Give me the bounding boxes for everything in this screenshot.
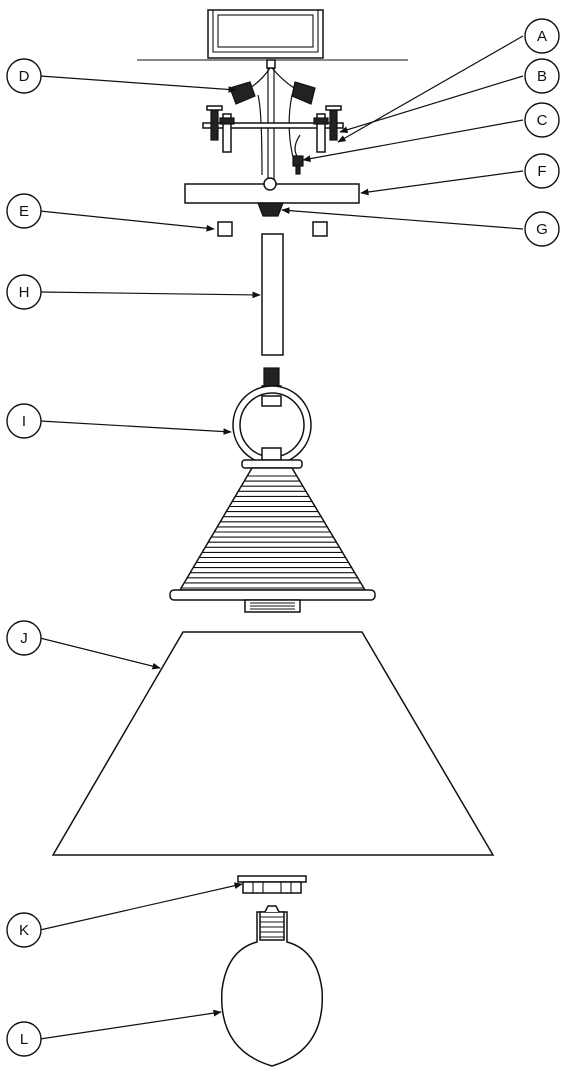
spacers (217, 221, 328, 237)
callout-label-C: C (537, 112, 548, 129)
callout-A: A (524, 18, 560, 54)
ceiling-junction-box (137, 9, 408, 61)
callout-label-B: B (537, 68, 547, 85)
mounting-bar (202, 105, 344, 153)
fitter-ribs (181, 475, 364, 589)
callout-label-E: E (19, 203, 29, 220)
callout-label-J: J (20, 630, 28, 647)
callout-label-K: K (19, 922, 29, 939)
downrod (261, 233, 284, 356)
callout-label-L: L (20, 1031, 28, 1048)
canopy-nut (257, 202, 284, 217)
callout-K: K (6, 912, 42, 948)
callout-J: J (6, 620, 42, 656)
callout-I: I (6, 403, 42, 439)
callout-label-G: G (536, 221, 548, 238)
callout-E: E (6, 193, 42, 229)
canopy (184, 177, 360, 204)
ground-screw (292, 155, 304, 175)
loop-coupling (232, 367, 312, 469)
leader-lines (39, 35, 524, 1040)
callout-L: L (6, 1021, 42, 1057)
ribbed-fitter (169, 467, 376, 613)
callout-F: F (524, 153, 560, 189)
wire-nuts (229, 81, 316, 105)
callout-B: B (524, 58, 560, 94)
callout-label-A: A (537, 28, 547, 45)
lamp-shade (51, 631, 495, 856)
callout-label-I: I (22, 413, 26, 430)
light-bulb (221, 905, 323, 1067)
callout-D: D (6, 58, 42, 94)
callout-label-D: D (19, 68, 30, 85)
shade-ring (237, 875, 307, 894)
callout-label-F: F (537, 163, 546, 180)
callout-H: H (6, 274, 42, 310)
callout-C: C (524, 102, 560, 138)
callout-G: G (524, 211, 560, 247)
callout-label-H: H (19, 284, 30, 301)
